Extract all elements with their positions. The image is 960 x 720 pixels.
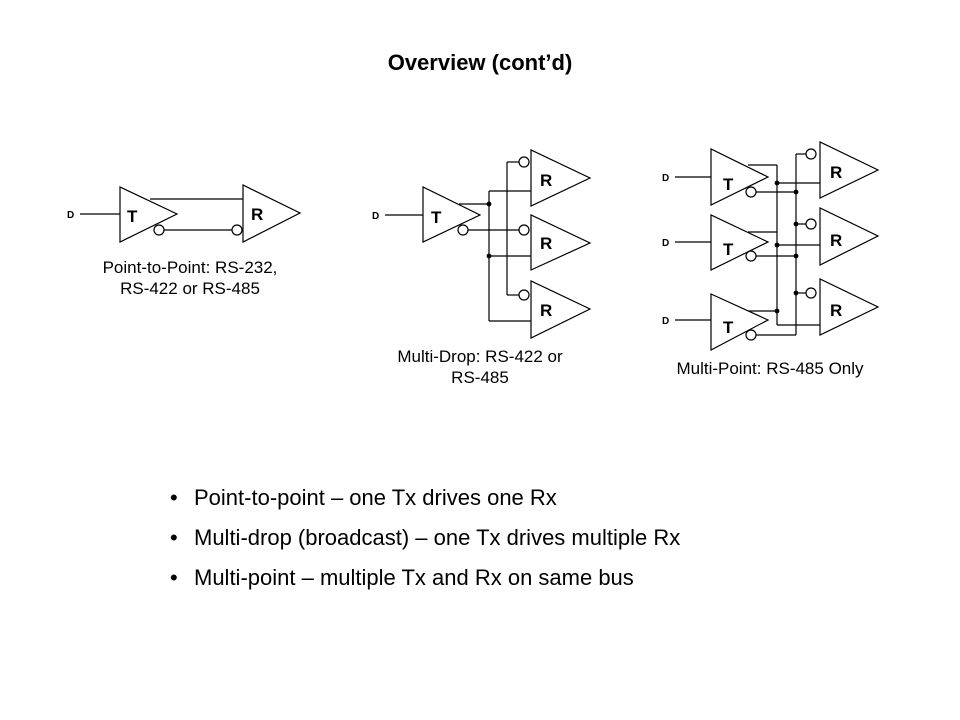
point-to-point-caption: Point-to-Point: RS-232, RS-422 or RS-485: [60, 257, 320, 299]
caption-line: Point-to-Point: RS-232,: [102, 258, 278, 277]
receiver-triangle: [530, 280, 592, 339]
caption-line: Multi-Point: RS-485 Only: [676, 359, 864, 378]
transmitter-triangle: [710, 293, 770, 351]
receiver-inverting-bubble: [518, 224, 530, 236]
receiver-inverting-bubble: [805, 148, 817, 160]
transmitter-inverting-bubble: [745, 186, 757, 198]
junction-dot: [793, 253, 799, 259]
receiver-triangle: [530, 149, 592, 207]
junction-dot: [774, 308, 780, 314]
caption-line: RS-485: [451, 368, 509, 387]
transmitter-triangle: [422, 186, 482, 243]
caption-line: Multi-Drop: RS-422 or: [397, 347, 563, 366]
multi-drop-diagram: D T R R R: [372, 149, 592, 339]
data-input-label: D: [662, 316, 669, 327]
transmitter-label: T: [723, 175, 734, 194]
transmitter-label: T: [431, 208, 442, 227]
transmitter-inverting-bubble: [745, 250, 757, 262]
junction-dot: [793, 189, 799, 195]
bullet-item: • Multi-drop (broadcast) – one Tx drives …: [170, 522, 680, 562]
bullet-text: Multi-point – multiple Tx and Rx on same…: [194, 565, 634, 590]
transmitter-triangle: [710, 148, 770, 206]
transmitter-inverting-bubble: [153, 224, 165, 236]
junction-dot: [486, 201, 492, 207]
multi-point-diagram: D T D T D T R: [662, 141, 880, 351]
receiver-label: R: [540, 171, 552, 190]
data-input-label: D: [662, 173, 669, 184]
bullet-item: • Point-to-point – one Tx drives one Rx: [170, 482, 680, 522]
bullet-marker: •: [170, 525, 178, 550]
receiver-triangle: [819, 141, 880, 199]
multi-point-caption: Multi-Point: RS-485 Only: [640, 358, 900, 379]
slide-title: Overview (cont’d): [387, 50, 573, 75]
transmitter-inverting-bubble: [745, 329, 757, 341]
caption-line: RS-422 or RS-485: [120, 279, 260, 298]
bullet-marker: •: [170, 485, 178, 510]
bullet-item: • Multi-point – multiple Tx and Rx on sam…: [170, 562, 680, 602]
transmitter-label: T: [723, 240, 734, 259]
receiver-label: R: [830, 301, 842, 320]
receiver-inverting-bubble: [805, 287, 817, 299]
transmitter-inverting-bubble: [457, 224, 469, 236]
multi-drop-caption: Multi-Drop: RS-422 or RS-485: [350, 346, 610, 388]
receiver-label: R: [251, 205, 263, 224]
bullet-text: Multi-drop (broadcast) – one Tx drives m…: [194, 525, 681, 550]
bullet-list: • Point-to-point – one Tx drives one Rx •…: [170, 482, 680, 602]
bullet-text: Point-to-point – one Tx drives one Rx: [194, 485, 557, 510]
receiver-triangle: [819, 207, 880, 266]
data-input-label: D: [372, 211, 379, 222]
receiver-triangle: [819, 278, 880, 336]
transmitter-label: T: [127, 207, 138, 226]
transmitter-label: T: [723, 318, 734, 337]
receiver-label: R: [830, 163, 842, 182]
receiver-label: R: [830, 231, 842, 250]
receiver-triangle: [530, 214, 592, 271]
receiver-inverting-bubble: [518, 156, 530, 168]
bullet-marker: •: [170, 565, 178, 590]
receiver-inverting-bubble: [518, 289, 530, 301]
data-input-label: D: [67, 210, 74, 221]
receiver-inverting-bubble: [231, 224, 243, 236]
receiver-triangle: [242, 184, 302, 243]
data-input-label: D: [662, 238, 669, 249]
receiver-label: R: [540, 301, 552, 320]
receiver-label: R: [540, 234, 552, 253]
point-to-point-diagram: D T R: [67, 184, 302, 243]
receiver-inverting-bubble: [805, 218, 817, 230]
transmitter-triangle: [119, 186, 179, 243]
transmitter-triangle: [710, 214, 770, 271]
